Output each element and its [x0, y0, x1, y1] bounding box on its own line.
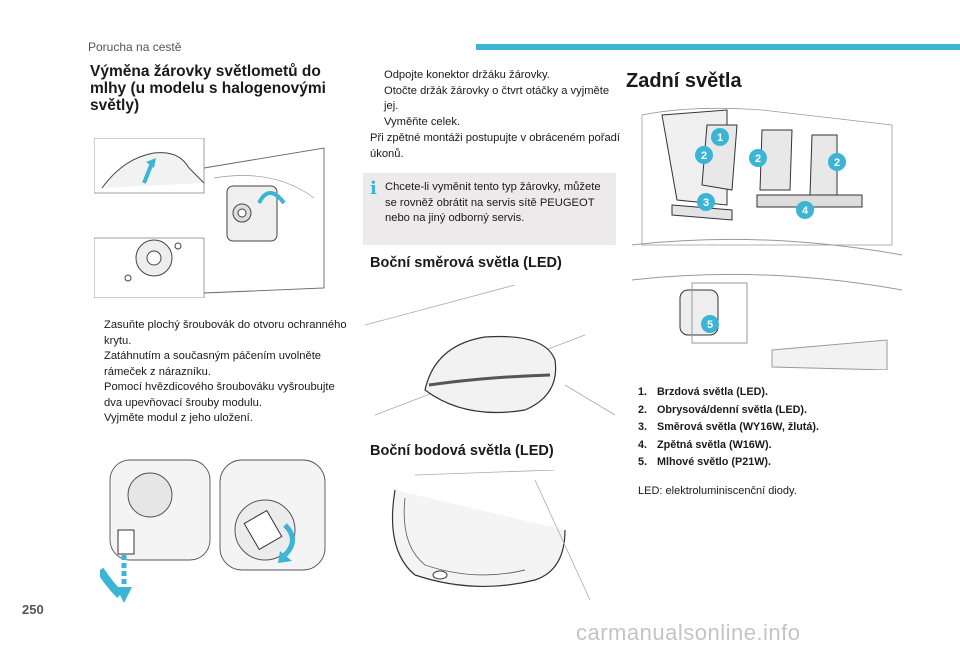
svg-text:1: 1: [717, 132, 723, 144]
side-indicators-title: Boční směrová světla (LED): [370, 255, 562, 271]
mirror-indicator-illustration: [365, 285, 615, 416]
bulb-replacement-steps: Odpojte konektor držáku žárovky. Otočte …: [370, 68, 620, 130]
callout-2: 2: [749, 149, 767, 167]
legend-item: 5.Mlhové světlo (P21W).: [638, 456, 771, 468]
legend-item: 3.Směrová světla (WY16W, žlutá).: [638, 421, 820, 433]
running-header: Porucha na cestě: [88, 40, 182, 54]
list-item: Zatáhnutím a současným páčením uvolněte …: [104, 350, 322, 378]
list-item: Otočte držák žárovky o čtvrt otáčky a vy…: [384, 84, 610, 113]
reassembly-note: Při zpětné montáži postupujte v obrácené…: [370, 132, 620, 160]
led-definition-note: LED: elektroluminiscenční diody.: [638, 485, 797, 497]
legend-item: 1.Brzdová světla (LED).: [638, 386, 768, 398]
legend-item: 2.Obrysová/denní světla (LED).: [638, 403, 807, 416]
fog-lamp-removal-illustration: [94, 138, 325, 298]
list-item: Pomocí hvězdicového šroubováku vyšroubuj…: [104, 381, 335, 409]
bulb-holder-illustration: [100, 459, 326, 603]
legend-item: 4.Zpětná světla (W16W).: [638, 438, 772, 451]
svg-text:2: 2: [755, 153, 761, 165]
callout-3: 3: [697, 193, 715, 211]
callout-5: 5: [701, 315, 719, 333]
list-item: Odpojte konektor držáku žárovky.: [384, 69, 550, 81]
svg-text:2: 2: [701, 150, 707, 162]
svg-text:2: 2: [834, 157, 840, 169]
list-item: Vyjměte modul z jeho uložení.: [104, 412, 253, 424]
svg-text:3: 3: [703, 197, 709, 209]
side-spots-title: Boční bodová světla (LED): [370, 443, 554, 459]
fog-lamp-steps-list: Zasuňte plochý šroubovák do otvoru ochra…: [90, 318, 352, 427]
list-item: Vyměňte celek.: [384, 115, 461, 128]
rear-lights-title: Zadní světla: [626, 70, 742, 92]
rear-lights-legend: 1.Brzdová světla (LED). 2.Obrysová/denní…: [638, 384, 898, 472]
page-number: 250: [22, 602, 44, 617]
header-accent-bar: [476, 44, 960, 50]
mirror-spotlight-illustration: [392, 470, 591, 601]
callout-1: 1: [711, 128, 729, 146]
svg-text:5: 5: [707, 319, 713, 331]
svg-text:4: 4: [802, 205, 809, 217]
rear-lights-illustration: 1 2 2 2 3 4 5: [632, 107, 902, 370]
info-box: [363, 173, 616, 245]
list-item: Zasuňte plochý šroubovák do otvoru ochra…: [104, 319, 347, 347]
info-box-text: Chcete-li vyměnit tento typ žárovky, můž…: [385, 181, 601, 224]
callout-2: 2: [828, 153, 846, 171]
callout-4: 4: [796, 201, 814, 219]
info-icon: i: [370, 178, 377, 199]
watermark-text: carmanualsonline.info: [576, 620, 801, 645]
callout-2: 2: [695, 146, 713, 164]
fog-lamp-section-title: Výměna žárovky světlometů do mlhy (u mod…: [90, 63, 326, 114]
